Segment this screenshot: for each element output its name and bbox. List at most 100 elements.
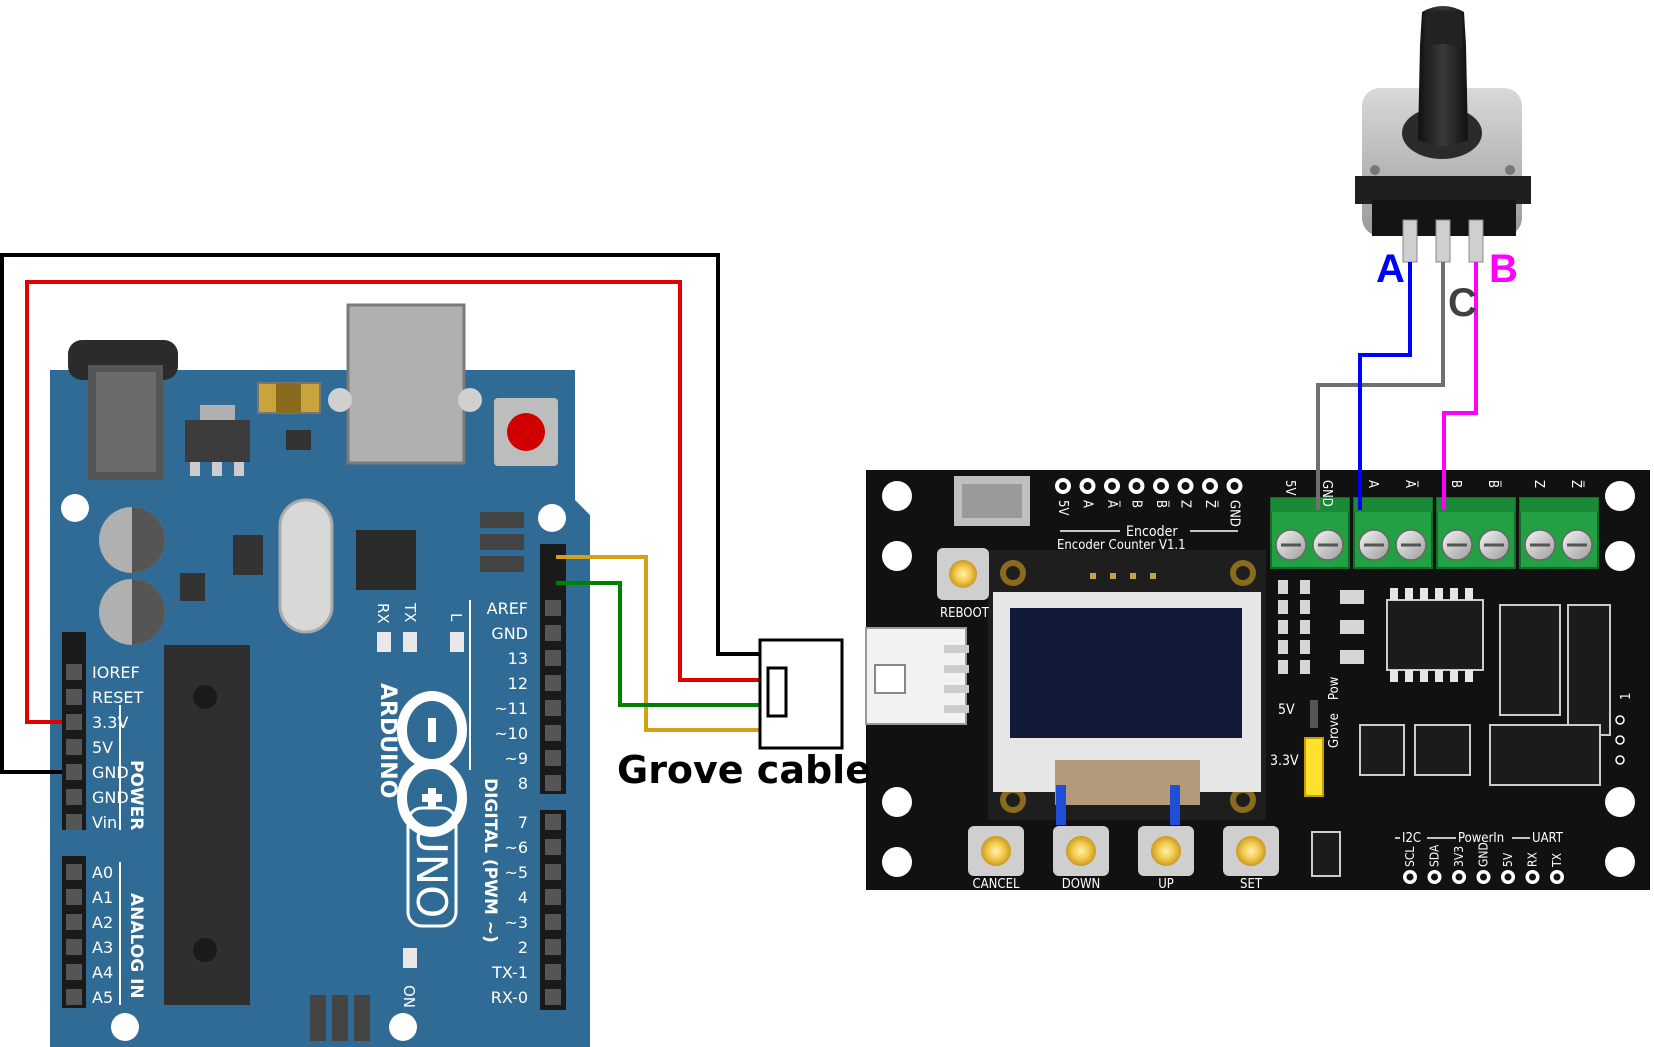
- analog-pin: [66, 989, 82, 1005]
- encoder-pin-c-label: C: [1448, 281, 1477, 325]
- terminal-label: Z: [1531, 480, 1546, 488]
- oled-display: [988, 550, 1266, 825]
- digital-pin-label: GND: [491, 624, 528, 643]
- header-pin-label: GND: [1227, 500, 1242, 527]
- digital-pin-label: ~6: [504, 838, 528, 857]
- digital-pin: [545, 989, 561, 1005]
- digital-pin: [545, 750, 561, 766]
- bottom-pin-label: GND: [1477, 842, 1491, 867]
- uart-group-label: UART: [1532, 831, 1564, 846]
- mount-hole: [111, 1013, 139, 1041]
- header-pin-label: B̅: [1153, 500, 1169, 508]
- bottom-pin-label: SCL: [1403, 847, 1417, 867]
- power-pin: [66, 764, 82, 780]
- digital-pin: [545, 864, 561, 880]
- wire-b: [1442, 262, 1478, 510]
- bottom-pin-label: SDA: [1428, 844, 1442, 867]
- power-pin: [66, 714, 82, 730]
- wire-sda: [556, 581, 760, 707]
- power-pin-label: GND: [92, 788, 129, 807]
- arduino-logo-icon: [397, 691, 467, 837]
- analog-pin-label: A3: [92, 938, 113, 957]
- power-title: POWER: [126, 760, 146, 830]
- wire-5v: [25, 280, 760, 724]
- terminal-label: A: [1365, 480, 1380, 488]
- uno-badge: [406, 806, 458, 928]
- power-pin: [66, 689, 82, 705]
- digital-pin-label: ~11: [494, 699, 528, 718]
- analog-pin: [66, 914, 82, 930]
- up-button[interactable]: [1151, 836, 1181, 866]
- button-label: UP: [1158, 877, 1174, 892]
- terminal-label: Z̅: [1568, 480, 1584, 488]
- button-label: SET: [1240, 877, 1263, 892]
- power-pin: [66, 789, 82, 805]
- digital-title: DIGITAL (PWM ~): [480, 778, 500, 943]
- digital-pin-label: ~9: [504, 749, 528, 768]
- board-name-line2: Encoder Counter V1.1: [1057, 538, 1186, 553]
- power-pin-label: 5V: [92, 738, 113, 757]
- analog-pin-label: A2: [92, 913, 113, 932]
- on-label: ON: [400, 985, 418, 1008]
- bottom-pin-label: RX: [1526, 852, 1540, 868]
- down-button[interactable]: [1066, 836, 1096, 866]
- header-pin-label: Z̅: [1202, 500, 1218, 508]
- side-label: 1: [1619, 693, 1634, 700]
- digital-pin: [545, 600, 561, 616]
- power-selector-jumper[interactable]: [1304, 737, 1324, 797]
- bottom-pin-label: 5V: [1501, 852, 1515, 867]
- wire-c: [1316, 262, 1445, 510]
- power-pin: [66, 739, 82, 755]
- header-pin-label: A: [1080, 500, 1095, 508]
- digital-pin: [545, 964, 561, 980]
- reboot-button[interactable]: [949, 560, 977, 588]
- power-pin-label: 3.3V: [92, 713, 128, 732]
- header-pin-label: Z: [1178, 500, 1193, 508]
- power-pin-label: IOREF: [92, 663, 140, 682]
- digital-pin: [545, 725, 561, 741]
- rx-label: RX: [374, 603, 392, 624]
- powerin-group-label: PowerIn: [1458, 831, 1504, 846]
- l-label: L: [447, 613, 465, 622]
- terminal-label: GND: [1319, 480, 1334, 507]
- digital-pin: [545, 650, 561, 666]
- button-label: DOWN: [1062, 877, 1101, 892]
- grove-cable-connector: [758, 638, 844, 750]
- digital-pin-label: 12: [508, 674, 528, 693]
- wire-gnd: [0, 253, 760, 774]
- cancel-button[interactable]: [981, 836, 1011, 866]
- wire-scl: [556, 555, 760, 732]
- terminal-label: B: [1448, 480, 1463, 488]
- digital-pin-label: 13: [508, 649, 528, 668]
- digital-pin: [545, 839, 561, 855]
- mount-hole: [538, 504, 566, 532]
- bottom-pin-label: 3V3: [1452, 846, 1466, 867]
- analog-header: [62, 856, 86, 1008]
- analog-pin: [66, 889, 82, 905]
- digital-pin: [545, 775, 561, 791]
- terminal-label: A̅: [1402, 480, 1418, 488]
- digital-pin: [545, 675, 561, 691]
- encoder-pin-a: [1402, 219, 1418, 263]
- bottom-pin-label: TX: [1550, 852, 1564, 868]
- pow-label: Pow: [1327, 676, 1342, 700]
- digital-pin-label: ~5: [504, 863, 528, 882]
- digital-pin-label: ~10: [494, 724, 528, 743]
- header-pin-label: A̅: [1104, 500, 1120, 508]
- analog-pin-label: A1: [92, 888, 113, 907]
- set-button[interactable]: [1236, 836, 1266, 866]
- oled-screen: [1010, 608, 1242, 738]
- mount-hole: [61, 494, 89, 522]
- v5-label: 5V: [1278, 702, 1295, 718]
- digital-pin-label: 2: [518, 938, 528, 957]
- terminal-label: B̅: [1485, 480, 1501, 488]
- grove-select-label: Grove: [1327, 713, 1342, 748]
- digital-pin-label: 7: [518, 813, 528, 832]
- analog-pin-label: A5: [92, 988, 113, 1007]
- analog-title: ANALOG IN: [126, 893, 146, 999]
- terminal-label: 5V: [1282, 480, 1297, 495]
- digital-pin-label: RX-0: [491, 988, 528, 1007]
- analog-pin: [66, 939, 82, 955]
